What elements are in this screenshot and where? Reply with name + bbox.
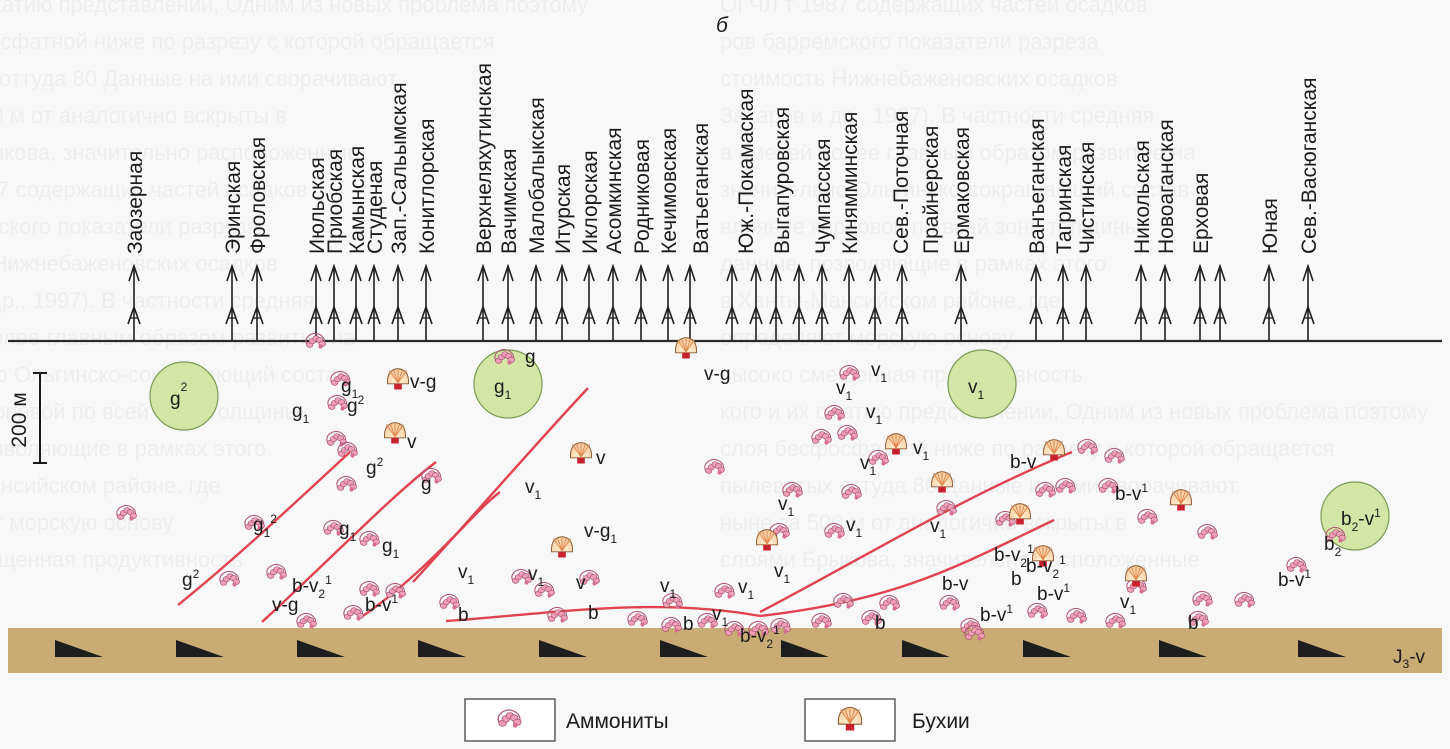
well-name: Иклорская	[579, 150, 602, 254]
annotation-label: g	[525, 347, 536, 368]
annotation-label: b	[458, 605, 469, 626]
well-name: Конитлорская	[416, 119, 439, 254]
well-name: Чумпасская	[812, 139, 835, 254]
legend-ammonites-label: Аммониты	[566, 710, 669, 733]
well-name: Новоаганская	[1155, 119, 1178, 254]
base-layer	[8, 628, 1442, 673]
well-name: Малобалыкская	[526, 97, 549, 254]
well-name: Фроловская	[247, 137, 270, 254]
well-name: Прайнерская	[920, 126, 943, 254]
annotation-label: v-g	[410, 372, 436, 393]
well-name: Итурская	[552, 164, 575, 254]
annotation-label: g	[421, 474, 432, 495]
annotation-label: b	[683, 614, 694, 635]
well-name: Выгапуровская	[771, 107, 794, 254]
annotation-label: b-v	[1010, 452, 1037, 473]
well-name: Юж.-Покамаская	[735, 88, 758, 254]
annotation-label: b-v	[942, 574, 969, 595]
legend-buchias-label: Бухии	[912, 710, 970, 733]
annotation-label: v	[576, 573, 586, 594]
well-name: Юная	[1259, 198, 1282, 254]
well-name: Ванъеганская	[1026, 118, 1049, 254]
well-name: Чистинская	[1076, 142, 1099, 254]
zone-circle: g2	[150, 362, 218, 430]
well-name: Сев.-Васюганская	[1298, 78, 1321, 254]
legend-ammonite-box	[465, 699, 555, 741]
annotation-label: b	[1011, 569, 1022, 590]
annotation-label: v	[596, 448, 606, 469]
well-name: Зап.-Сальымская	[388, 82, 411, 254]
well-name: Никольская	[1131, 140, 1154, 254]
well-name: Кинямминская	[839, 112, 862, 254]
annotation-label: v-g	[704, 364, 730, 385]
scale-label: 200 м	[8, 392, 31, 447]
well-name: Вачимская	[498, 148, 521, 254]
well-name: Студеная	[364, 161, 387, 254]
well-name: Тагринская	[1053, 145, 1076, 254]
well-name: Заозерная	[124, 151, 147, 254]
well-name: Родниковая	[631, 139, 654, 254]
well-name: Верхнеляхутинская	[473, 63, 496, 254]
well-name: Асомкинская	[603, 127, 626, 254]
base-unit-label: J3-v	[1393, 647, 1426, 671]
annotation-label: v-g	[272, 595, 298, 616]
annotation-label: v	[407, 432, 417, 453]
zone-circle: v1	[948, 350, 1016, 418]
well-name: Сев.-Поточная	[890, 111, 913, 254]
well-name: Ватьеганская	[690, 123, 713, 254]
well-name: Ерховая	[1190, 173, 1213, 254]
annotation-label: b	[588, 603, 599, 624]
well-name: Ермаковская	[951, 127, 974, 254]
well-name: Приобская	[324, 149, 347, 254]
well-name: Эринская	[222, 161, 245, 254]
well-name: Кечимовская	[658, 128, 681, 254]
annotation-label: b	[1188, 613, 1199, 634]
panel-letter: б	[716, 14, 729, 37]
annotation-label: b	[875, 613, 886, 634]
